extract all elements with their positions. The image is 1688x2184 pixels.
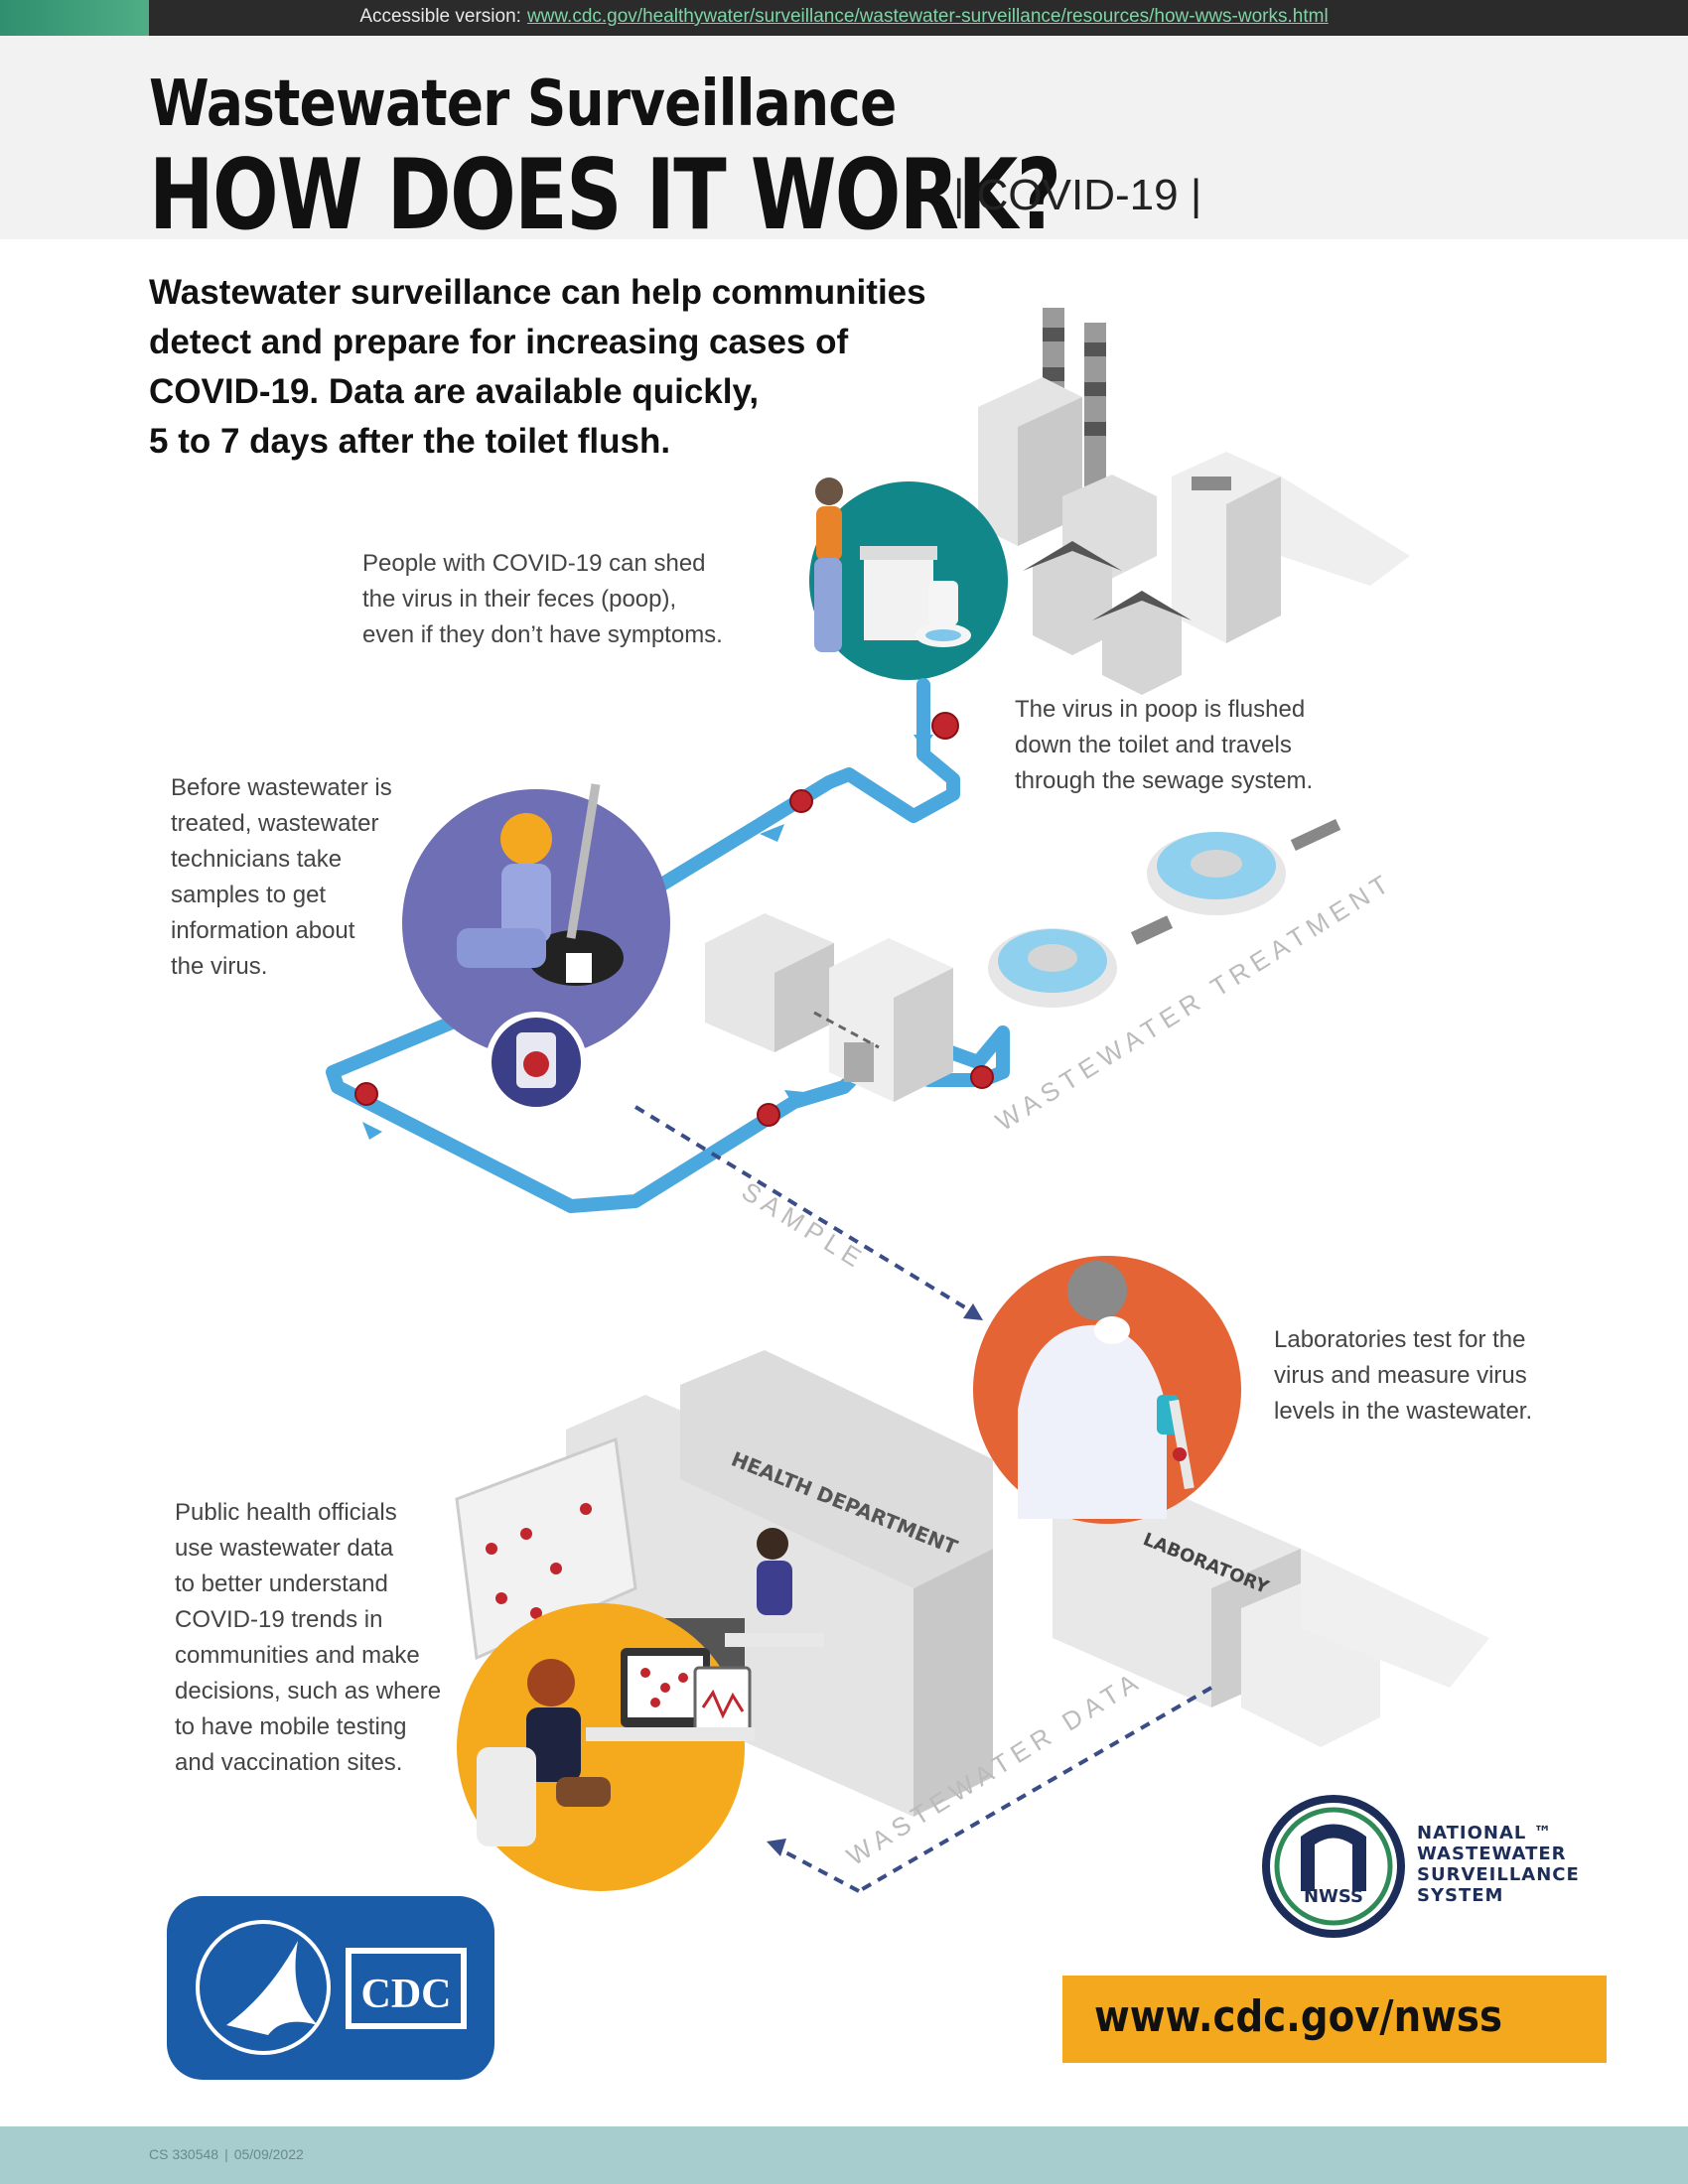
cdc-wordmark: CDC [361,1972,452,2017]
nwss-badge-text: NWSS [1304,1886,1363,1907]
intro-line: 5 to 7 days after the toilet flush. [149,422,671,461]
technician-scene [402,783,670,1113]
caption-health-officials: Public health officials use wastewater d… [175,1495,441,1781]
header-band [0,36,1688,239]
pipe-arch-icon [1301,1824,1366,1891]
virus-particles [640,1668,688,1707]
caption-line: even if they don’t have symptoms. [362,621,723,648]
hhs-eagle-icon [226,1941,318,2035]
nwss-line: NATIONAL ™ [1417,1823,1553,1843]
accessible-version-note: Accessible version:www.cdc.gov/healthywa… [0,6,1688,28]
caption-line: technicians take [171,846,343,873]
sample-arrowhead [963,1303,983,1320]
topic-tag: | COVID-19 | [953,171,1202,219]
treatment-plant [705,818,1341,1102]
laboratory-building: LABORATORY [1053,1479,1489,1747]
footer-bar [0,2126,1688,2184]
caption-line: samples to get [171,882,327,908]
caption-line: to better understand [175,1570,388,1597]
data-path [774,1844,860,1893]
publication-code: CS 330548 [149,2146,219,2162]
intro-line: COVID-19. Data are available quickly, [149,372,760,411]
caption-line: the virus. [171,953,268,980]
caption-line: Laboratories test for the [1274,1326,1526,1353]
data-path [857,1686,1213,1893]
top-bar-accent [0,0,149,36]
caption-line: virus and measure virus [1274,1362,1527,1389]
caption-line: through the sewage system. [1015,767,1314,794]
data-arrowhead [767,1839,786,1856]
caption-shed-virus: People with COVID-19 can shed the virus … [362,546,723,653]
page-subtitle: HOW DOES IT WORK? [149,139,1061,252]
intro-line: detect and prepare for increasing cases … [149,323,849,361]
sample-path [633,1105,980,1317]
nwss-wordmark: NATIONAL ™ WASTEWATER SURVEILLANCE SYSTE… [1417,1823,1580,1906]
lab-scientist-scene [973,1256,1241,1524]
caption-flush: The virus in poop is flushed down the to… [1015,692,1313,799]
caption-line: to have mobile testing [175,1713,407,1740]
hhs-cdc-logo: CDC [167,1896,494,2080]
caption-line: COVID-19 trends in [175,1606,383,1633]
intro-paragraph: Wastewater surveillance can help communi… [149,268,973,467]
health-officials-scene [457,1603,755,1891]
bathroom-scene [809,478,1008,680]
nwss-line: SYSTEM [1417,1885,1504,1906]
top-bar: Accessible version:www.cdc.gov/healthywa… [0,0,1688,36]
virus-particles [1173,1447,1187,1461]
intro-line: Wastewater surveillance can help communi… [149,273,926,312]
caption-line: Before wastewater is [171,774,392,801]
caption-technicians: Before wastewater is treated, wastewater… [171,770,392,985]
publication-date: 05/09/2022 [233,2146,304,2162]
flow-arrows [362,735,933,1140]
caption-line: and vaccination sites. [175,1749,403,1776]
footer-separator: | [224,2146,228,2162]
website-link[interactable]: www.cdc.gov/nwss [1094,1991,1503,2042]
website-banner: www.cdc.gov/nwss [1062,1976,1607,2063]
caption-line: the virus in their feces (poop), [362,586,677,613]
caption-line: The virus in poop is flushed [1015,696,1306,723]
caption-line: treated, wastewater [171,810,379,837]
caption-line: levels in the wastewater. [1274,1398,1533,1425]
page-title: Wastewater Surveillance [149,68,897,141]
city-buildings [978,308,1410,695]
caption-line: communities and make [175,1642,420,1669]
caption-line: down the toilet and travels [1015,732,1292,758]
accessible-version-label: Accessible version: [359,6,521,27]
virus-particles [354,712,994,1127]
caption-line: decisions, such as where [175,1678,442,1705]
footer-publication-info: CS 330548 | 05/09/2022 [149,2146,304,2162]
sample-label: SAMPLE [737,1176,872,1276]
caption-line: Public health officials [175,1499,397,1526]
nwss-line: WASTEWATER [1417,1843,1567,1864]
caption-line: use wastewater data [175,1535,394,1562]
accessible-version-link[interactable]: www.cdc.gov/healthywater/surveillance/wa… [526,6,1329,27]
nwss-line: SURVEILLANCE [1417,1864,1580,1885]
caption-line: information about [171,917,355,944]
virus-particles [486,1503,592,1619]
caption-line: People with COVID-19 can shed [362,550,706,577]
caption-laboratories: Laboratories test for the virus and meas… [1274,1322,1532,1430]
nwss-logo: NWSS [1262,1795,1405,1938]
